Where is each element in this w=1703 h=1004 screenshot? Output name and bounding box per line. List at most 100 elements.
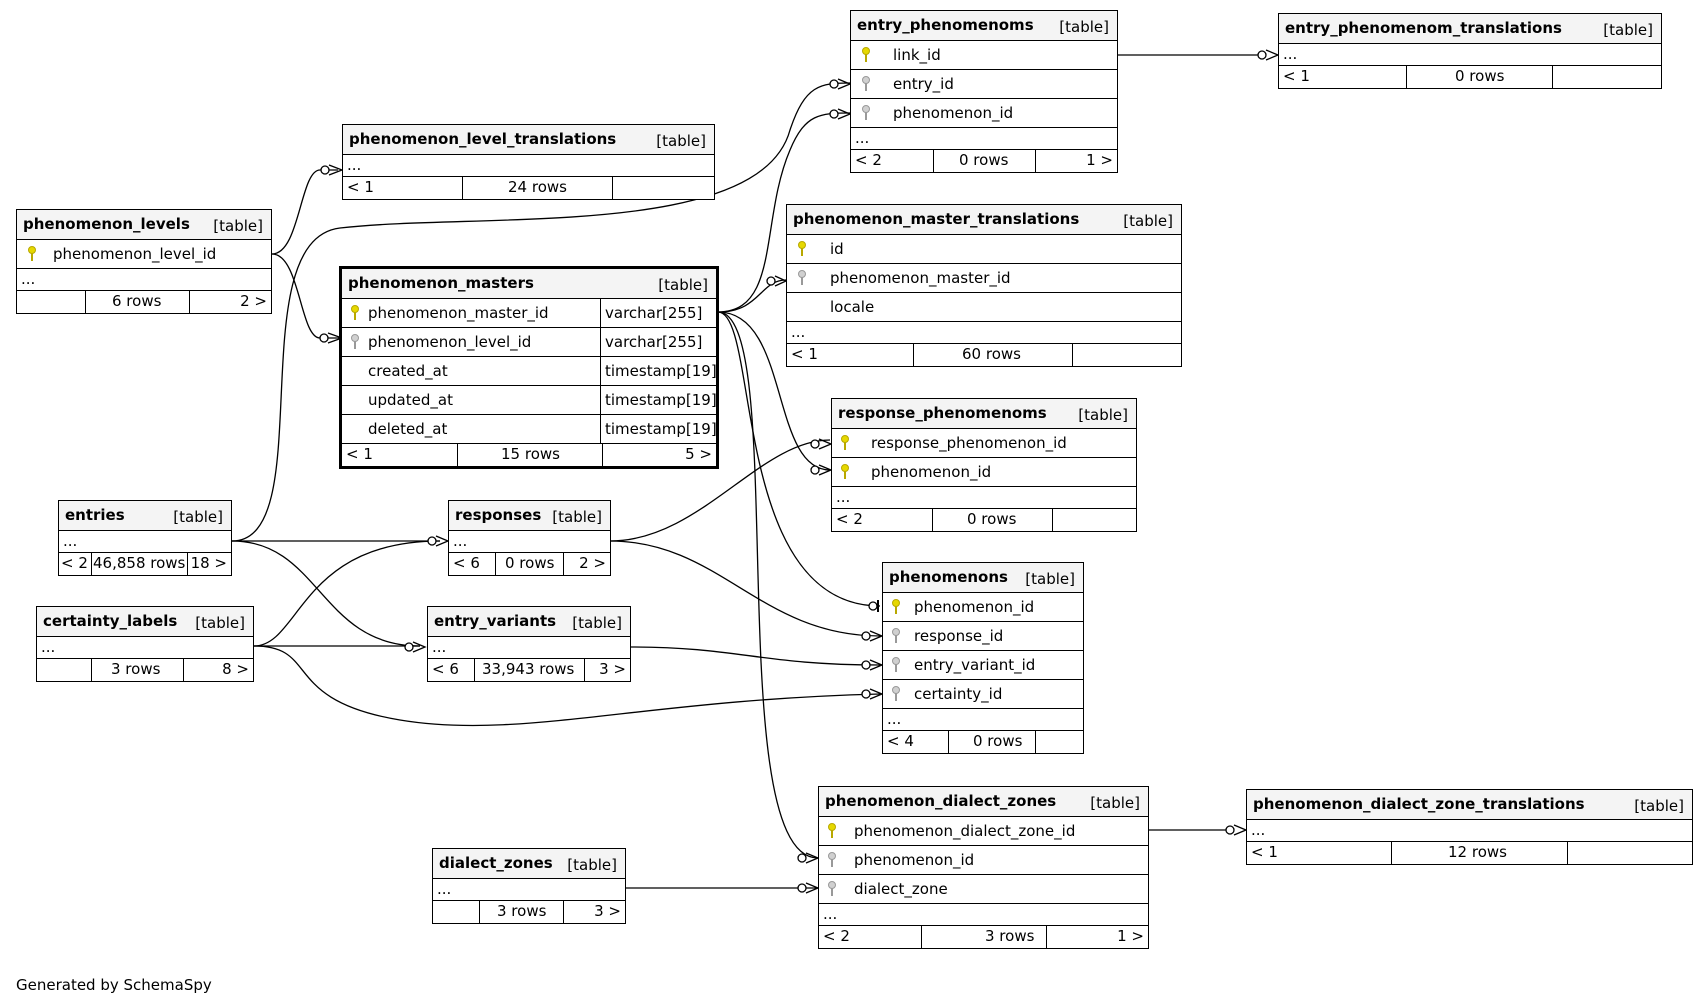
row-count: 3 rows (985, 927, 1035, 945)
table-name: certainty_labels (43, 612, 178, 630)
column-name: deleted_at (368, 420, 448, 438)
parents-count[interactable]: < 1 (791, 345, 818, 363)
table-name: dialect_zones (439, 854, 553, 872)
more-columns: ... (343, 155, 714, 177)
rel-masters-to-phenomenons (717, 311, 881, 607)
table-phenomenon-dialect-zone-translations[interactable]: phenomenon_dialect_zone_translations[tab… (1246, 789, 1693, 865)
more-columns: ... (433, 879, 625, 901)
zero-many-marker (1257, 50, 1267, 60)
table-entry-variants[interactable]: entry_variants [table] ... < 6 33,943 rows… (427, 606, 631, 682)
column-name: updated_at (368, 391, 453, 409)
rel-phenomenon-levels-to-masters (271, 253, 340, 339)
parents-count[interactable]: < 6 (432, 660, 459, 678)
column-name: phenomenon_master_id (368, 304, 549, 322)
children-count[interactable]: 8 > (222, 660, 249, 678)
zero-many-marker (427, 536, 437, 546)
parents-count[interactable]: < 1 (1283, 67, 1310, 85)
parents-count[interactable]: < 6 (453, 554, 480, 572)
row-count: 33,943 rows (482, 660, 575, 678)
rel-entries-to-entry-variants (231, 540, 421, 647)
table-phenomenon-masters[interactable]: phenomenon_masters[table] phenomenon_mas… (339, 266, 719, 469)
more-columns: ... (37, 637, 253, 659)
table-phenomenon-dialect-zones[interactable]: phenomenon_dialect_zones[table] phenomen… (818, 786, 1149, 949)
table-type: [table] (572, 614, 622, 632)
children-count[interactable]: 2 > (579, 554, 606, 572)
children-count[interactable]: 3 > (594, 902, 621, 920)
children-count[interactable]: 18 > (190, 554, 227, 572)
table-phenomenon-master-translations[interactable]: phenomenon_master_translations[table] id… (786, 204, 1182, 367)
column-type: timestamp[19] (600, 357, 717, 385)
table-name: phenomenon_levels (23, 215, 190, 233)
zero-many-marker (861, 689, 871, 699)
column-name: phenomenon_level_id (368, 333, 532, 351)
column-name: link_id (893, 46, 941, 64)
row-count: 15 rows (501, 445, 560, 463)
rel-responses-to-response-phenomenoms (609, 439, 831, 542)
table-type: [table] (1090, 794, 1140, 812)
column-name: id (830, 240, 844, 258)
more-columns: ... (819, 904, 1148, 926)
zero-many-marker (810, 465, 820, 475)
parents-count[interactable]: < 1 (346, 445, 373, 463)
more-columns: ... (883, 709, 1083, 731)
rel-masters-to-dialect-zones (717, 311, 819, 859)
table-name: phenomenon_level_translations (349, 130, 617, 148)
parents-count[interactable]: < 1 (347, 178, 374, 196)
parents-count[interactable]: < 2 (823, 927, 850, 945)
primary-key-icon (841, 435, 849, 450)
zero-many-marker (404, 642, 414, 652)
row-count: 3 rows (497, 902, 547, 920)
parents-count[interactable]: < 4 (887, 732, 914, 750)
more-columns: ... (428, 637, 630, 659)
row-count: 0 rows (505, 554, 555, 572)
more-columns: ... (1247, 820, 1692, 842)
zero-many-marker (320, 165, 330, 175)
foreign-key-icon (798, 270, 806, 285)
children-count[interactable]: 5 > (685, 445, 712, 463)
children-count[interactable]: 1 > (1117, 927, 1144, 945)
primary-key-icon (351, 305, 359, 320)
table-name: entry_phenomenoms (857, 16, 1034, 34)
parents-count[interactable]: < 2 (855, 151, 882, 169)
zero-many-marker (319, 333, 329, 343)
column-name: response_id (914, 627, 1004, 645)
column-type: varchar[255] (600, 328, 716, 356)
table-type: [table] (1059, 18, 1109, 36)
zero-many-marker (829, 79, 839, 89)
column-name: entry_variant_id (914, 656, 1036, 674)
rel-certainty-to-phenomenons (253, 645, 881, 727)
rel-responses-to-phenomenons (609, 540, 881, 637)
foreign-key-icon (892, 657, 900, 672)
table-type: [table] (1634, 797, 1684, 815)
row-count: 0 rows (973, 732, 1023, 750)
column-name: locale (830, 298, 875, 316)
table-phenomenon-level-translations[interactable]: phenomenon_level_translations[table] ...… (342, 124, 715, 200)
table-response-phenomenoms[interactable]: response_phenomenoms[table] response_phe… (831, 398, 1137, 532)
rel-certainty-to-responses (253, 540, 441, 647)
table-name: entry_variants (434, 612, 557, 630)
table-entry-phenomenoms[interactable]: entry_phenomenoms[table] link_id entry_i… (850, 10, 1118, 173)
parents-count[interactable]: < 1 (1251, 843, 1278, 861)
zero-many-marker (766, 276, 776, 286)
children-count[interactable]: 3 > (599, 660, 626, 678)
primary-key-icon (892, 599, 900, 614)
parents-count[interactable]: < 2 (61, 554, 88, 572)
children-count[interactable]: 1 > (1086, 151, 1113, 169)
foreign-key-icon (862, 76, 870, 91)
primary-key-icon (841, 464, 849, 479)
parents-count[interactable]: < 2 (836, 510, 863, 528)
row-count: 0 rows (967, 510, 1017, 528)
table-entry-phenomenom-translations[interactable]: entry_phenomenom_translations[table] ...… (1278, 13, 1662, 89)
more-columns: ... (59, 531, 231, 553)
foreign-key-icon (828, 852, 836, 867)
table-phenomenons[interactable]: phenomenons[table] phenomenon_id respons… (882, 562, 1084, 754)
more-columns: ... (17, 269, 271, 291)
children-count[interactable]: 2 > (240, 292, 267, 310)
table-phenomenon-levels[interactable]: phenomenon_levels[table] phenomenon_leve… (16, 209, 272, 314)
table-type: [table] (1078, 406, 1128, 424)
